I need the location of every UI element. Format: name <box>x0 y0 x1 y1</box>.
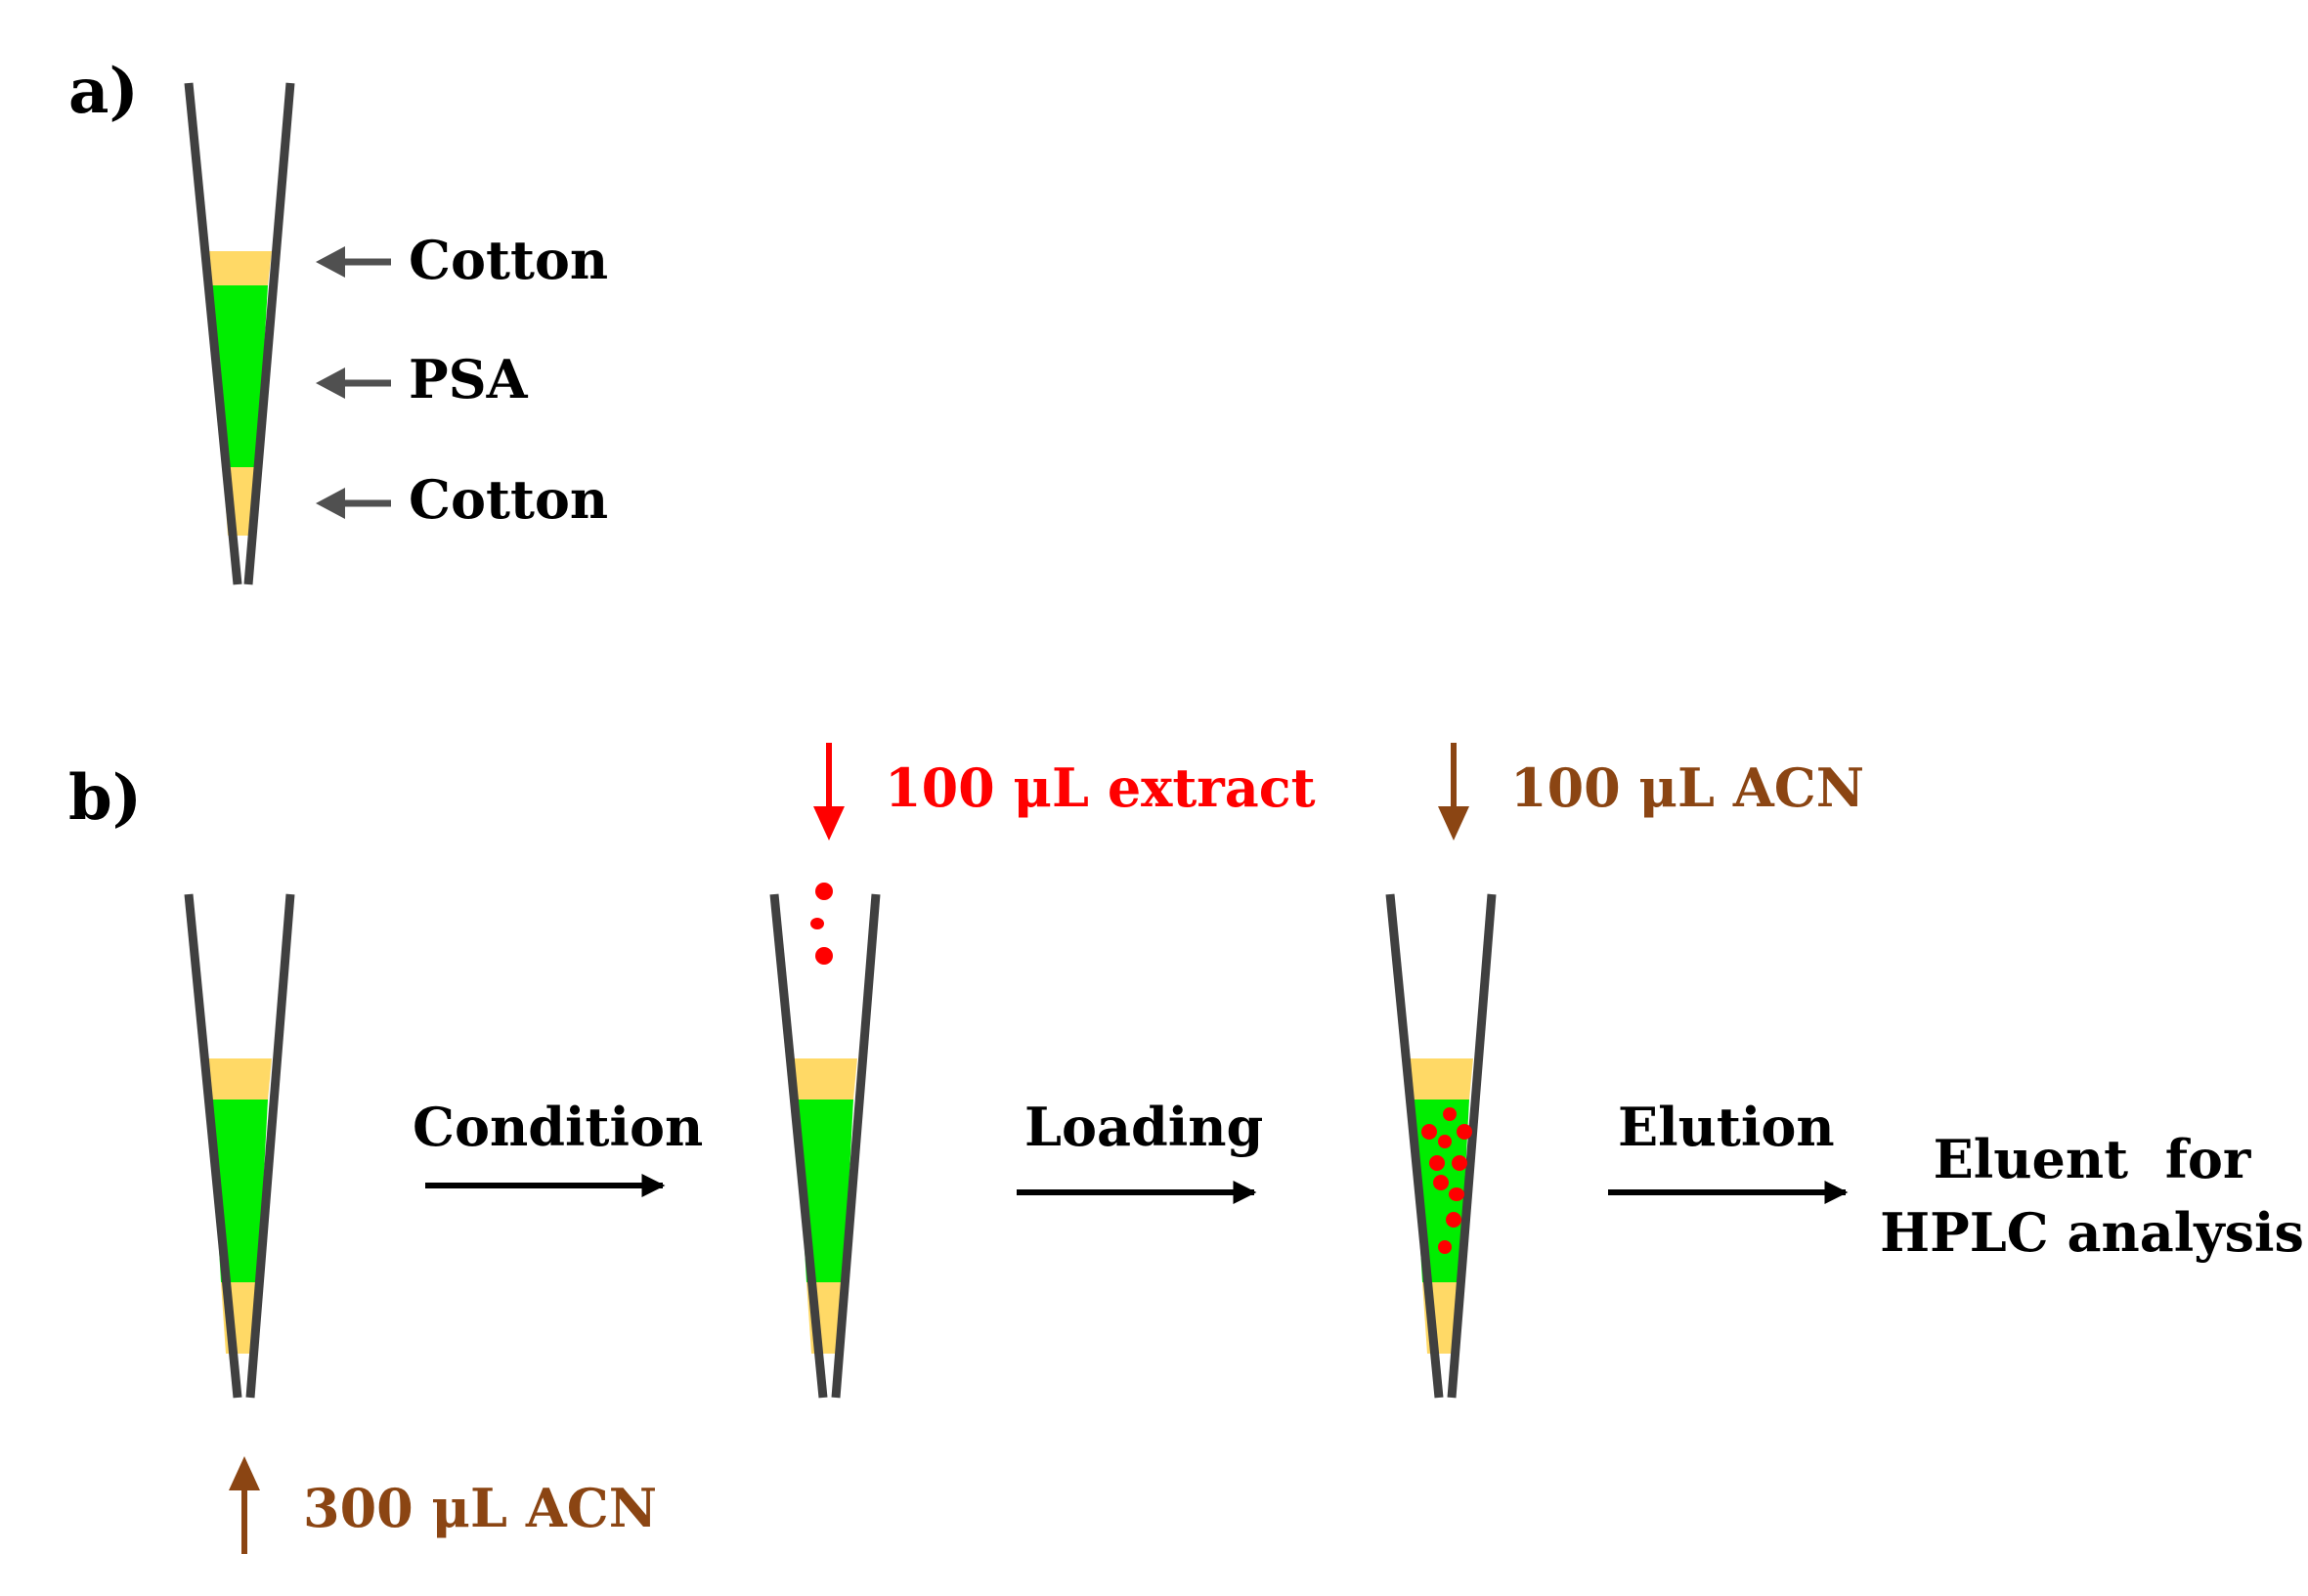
step-elution-label: Elution <box>1618 1096 1835 1158</box>
extract-drop <box>810 918 824 929</box>
analyte-dot <box>1421 1124 1437 1140</box>
loading-volume-label: 100 μL extract <box>885 756 1316 819</box>
cotton-top-layer <box>206 1058 272 1100</box>
label-psa: PSA <box>409 348 529 410</box>
extract-drop <box>815 947 833 965</box>
result-line-2: HPLC analysis <box>1880 1201 2304 1264</box>
label-cotton-bottom: Cotton <box>409 468 608 531</box>
step-loading-label: Loading <box>1024 1096 1263 1158</box>
analyte-dot <box>1457 1124 1472 1140</box>
analyte-dot <box>1429 1155 1445 1171</box>
analyte-dot <box>1438 1135 1452 1148</box>
cotton-top-layer <box>208 251 272 285</box>
tube-wall-left <box>184 82 242 585</box>
condition-volume-label: 300 μL ACN <box>303 1477 657 1539</box>
tube-wall-left <box>769 893 828 1399</box>
label-arrow-cotton-top <box>316 246 391 278</box>
panel-b-label: b) <box>68 761 142 835</box>
analyte-dot <box>1452 1155 1467 1171</box>
tube-loading <box>769 883 881 1399</box>
tube-wall-right <box>243 82 295 585</box>
extract-down-arrow <box>813 743 845 841</box>
analyte-dot <box>1449 1187 1464 1201</box>
tube-wall-left <box>184 893 242 1399</box>
acn-up-arrow <box>229 1456 260 1554</box>
label-cotton-top: Cotton <box>409 229 608 291</box>
step-condition-label: Condition <box>413 1096 703 1158</box>
acn-down-arrow <box>1438 743 1469 841</box>
elution-volume-label: 100 μL ACN <box>1510 756 1864 819</box>
label-arrow-psa <box>316 367 391 399</box>
tube-elution <box>1385 893 1497 1399</box>
panel-a-label: a) <box>68 55 139 128</box>
tube-condition <box>184 893 295 1399</box>
tube-wall-right <box>1447 893 1497 1399</box>
tube-wall-right <box>831 893 881 1399</box>
extract-drop <box>815 883 833 900</box>
analyte-dot <box>1446 1212 1461 1228</box>
label-arrow-cotton-bottom <box>316 488 391 519</box>
result-line-1: Eluent for <box>1934 1128 2251 1190</box>
analyte-dot <box>1433 1175 1449 1190</box>
tube-wall-left <box>1385 893 1444 1399</box>
cotton-top-layer <box>792 1058 857 1100</box>
analyte-dot <box>1438 1240 1452 1254</box>
cotton-top-layer <box>1408 1058 1473 1100</box>
tube-a <box>184 82 295 585</box>
tube-wall-right <box>245 893 295 1399</box>
analyte-dot <box>1443 1107 1457 1121</box>
